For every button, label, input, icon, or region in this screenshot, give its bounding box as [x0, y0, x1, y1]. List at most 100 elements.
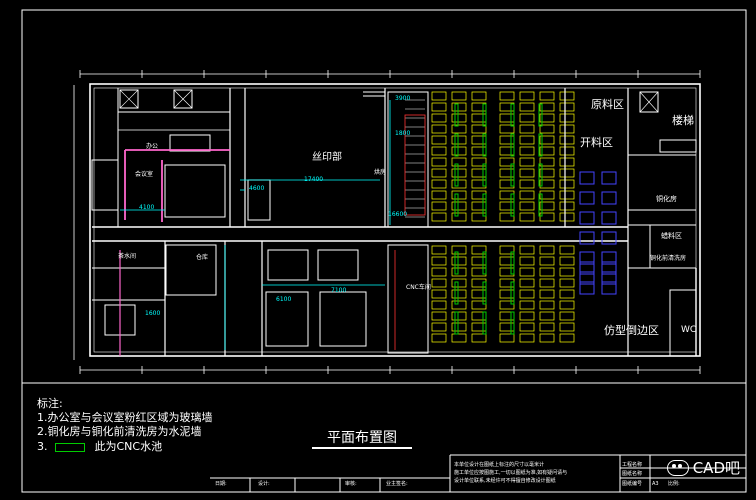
machine-station — [539, 124, 555, 134]
cnc-pool — [538, 193, 543, 217]
machine-station — [499, 190, 515, 200]
machine-station — [451, 256, 467, 266]
machine-station — [451, 102, 467, 112]
title-block-scale-label: 比例: — [668, 481, 680, 487]
machine-station — [539, 212, 555, 222]
machine-station — [519, 124, 535, 134]
machine-station — [431, 179, 447, 189]
cnc-pool — [510, 133, 515, 157]
machine-station — [471, 201, 487, 211]
machine-station — [519, 157, 535, 167]
machine-station — [559, 91, 575, 101]
cnc-pool — [538, 163, 543, 187]
machine-station — [431, 124, 447, 134]
machine-station — [451, 212, 467, 222]
stair-well — [639, 91, 659, 113]
lower-room — [317, 249, 359, 281]
machine-station — [471, 190, 487, 200]
machine-station — [431, 333, 447, 343]
machine-station — [519, 311, 535, 321]
cutting-machine — [579, 251, 595, 265]
cutting-machine — [601, 271, 617, 285]
room-label-raw-material: 原料区 — [591, 98, 624, 111]
machine-station — [431, 146, 447, 156]
dim-label-d8: 7100 — [331, 287, 347, 294]
machine-station — [451, 157, 467, 167]
lower-room — [265, 291, 309, 347]
machine-station — [431, 300, 447, 310]
machine-station — [499, 91, 515, 101]
machine-station — [519, 168, 535, 178]
cnc-pool — [510, 311, 515, 335]
machine-station — [431, 278, 447, 288]
machine-station — [499, 278, 515, 288]
dim-label-d6: 1800 — [395, 130, 411, 137]
machine-station — [559, 168, 575, 178]
machine-station — [431, 245, 447, 255]
machine-station — [451, 91, 467, 101]
cutting-machine — [579, 171, 595, 185]
machine-station — [519, 278, 535, 288]
machine-station — [539, 146, 555, 156]
machine-station — [431, 322, 447, 332]
dim-label-d4: 16600 — [388, 211, 408, 218]
building-outline — [89, 83, 701, 357]
room-label-office: 办公 — [146, 143, 159, 150]
machine-station — [471, 278, 487, 288]
machine-station — [519, 333, 535, 343]
machine-station — [559, 157, 575, 167]
machine-station — [451, 201, 467, 211]
machine-station — [471, 322, 487, 332]
cnc-pool — [510, 251, 515, 275]
machine-station — [431, 135, 447, 145]
cutting-machine — [579, 281, 595, 295]
cnc-pool — [482, 103, 487, 127]
wechat-icon — [666, 459, 689, 476]
watermark: CAD吧 — [666, 457, 740, 478]
machine-station — [499, 201, 515, 211]
machine-station — [539, 190, 555, 200]
machine-station — [499, 322, 515, 332]
machine-station — [519, 113, 535, 123]
machine-station — [451, 278, 467, 288]
machine-station — [471, 333, 487, 343]
cnc-pool — [482, 251, 487, 275]
machine-station — [451, 300, 467, 310]
machine-station — [451, 322, 467, 332]
wc-room — [669, 289, 697, 357]
machine-station — [471, 157, 487, 167]
machine-station — [499, 256, 515, 266]
machine-station — [499, 311, 515, 321]
machine-station — [539, 245, 555, 255]
machine-station — [559, 278, 575, 288]
machine-station — [431, 201, 447, 211]
cutting-machine — [601, 251, 617, 265]
machine-station — [471, 113, 487, 123]
stair-cross — [639, 91, 659, 113]
room-label-meeting: 会议室 — [135, 171, 154, 178]
machine-station — [559, 322, 575, 332]
machine-station — [539, 113, 555, 123]
machine-station — [431, 212, 447, 222]
machine-station — [499, 245, 515, 255]
room-label-stairs: 楼梯 — [672, 114, 694, 127]
machine-station — [431, 190, 447, 200]
dim-label-d1: 17400 — [304, 176, 324, 183]
cnc-pool — [510, 163, 515, 187]
drawing-frame — [21, 9, 747, 493]
machine-station — [519, 256, 535, 266]
room-label-wc: WC — [681, 325, 697, 335]
machine-station — [499, 135, 515, 145]
machine-station — [559, 190, 575, 200]
machine-station — [431, 91, 447, 101]
machine-station — [539, 157, 555, 167]
cnc-pool — [482, 281, 487, 305]
lower-room — [267, 249, 309, 281]
machine-station — [559, 113, 575, 123]
room-label-copper-clean: 铜化前清洗房 — [650, 255, 687, 262]
machine-station — [539, 333, 555, 343]
machine-station — [471, 168, 487, 178]
cabinet-cross — [173, 89, 193, 109]
cutting-machine — [601, 281, 617, 295]
